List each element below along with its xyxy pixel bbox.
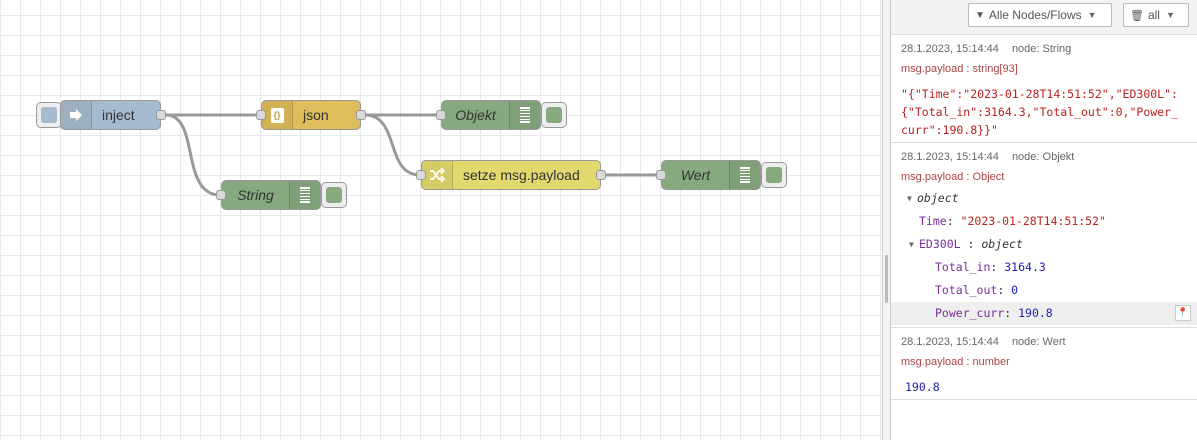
tree-key: Power_curr <box>935 306 1005 320</box>
objekt-debug-node[interactable]: Objekt <box>436 100 541 130</box>
message-time: 28.1.2023, 15:14:44 <box>901 151 999 163</box>
string-debug-node[interactable]: String <box>216 180 321 210</box>
message-time: 28.1.2023, 15:14:44 <box>901 43 999 55</box>
message-meta: 28.1.2023, 15:14:44 node: String <box>891 35 1197 57</box>
list-icon <box>509 101 540 129</box>
tree-row-total-in: Total_in: 3164.3 <box>935 260 1046 274</box>
wire-json-change <box>364 113 421 177</box>
change-output-port[interactable] <box>596 170 606 180</box>
tree-value: 3164.3 <box>1004 260 1046 274</box>
objekt-debug-toggle[interactable] <box>541 102 567 128</box>
wert-debug-toggle[interactable] <box>761 162 787 188</box>
caret-down-icon: ▼ <box>907 194 912 203</box>
tree-root-row[interactable]: ▼ object <box>891 187 1197 210</box>
debug-message: 28.1.2023, 15:14:44 node: String msg.pay… <box>891 35 1197 143</box>
inject-label: inject <box>102 107 135 123</box>
json-input-port[interactable] <box>256 110 266 120</box>
chevron-down-icon: ▼ <box>1165 10 1175 20</box>
wire-inject-string <box>165 113 221 197</box>
json-node[interactable]: {} json <box>256 100 366 130</box>
tree-value: 190.8 <box>1018 306 1053 320</box>
message-string-value[interactable]: "{"Time":"2023-01-28T14:51:52","ED300L":… <box>901 87 1178 137</box>
object-tree: ▼ object Time: "2023-01-28T14:51:52" ▼ E… <box>891 183 1197 325</box>
tree-row-ed300l[interactable]: ▼ ED300L : object <box>891 233 1197 256</box>
debug-toolbar: ▼ Alle Nodes/Flows ▼ 🗑 all ▼ <box>891 0 1197 35</box>
clear-dropdown[interactable]: 🗑 all ▼ <box>1123 3 1189 27</box>
shuffle-icon <box>422 161 453 189</box>
message-meta: 28.1.2023, 15:14:44 node: Wert <box>891 328 1197 350</box>
flow-wires <box>165 113 660 197</box>
wert-input-port[interactable] <box>656 170 666 180</box>
tree-row-total-out: Total_out: 0 <box>935 283 1019 297</box>
debug-message: 28.1.2023, 15:14:44 node: Objekt msg.pay… <box>891 143 1197 328</box>
clear-label: all <box>1147 8 1160 22</box>
tree-key: Time <box>919 214 947 228</box>
sidebar-resize-handle[interactable] <box>882 0 891 440</box>
filter-icon: ▼ <box>975 9 985 21</box>
message-meta: 28.1.2023, 15:14:44 node: Objekt <box>891 143 1197 165</box>
tree-row-time: Time: "2023-01-28T14:51:52" <box>919 214 1106 228</box>
inject-output-port[interactable] <box>156 110 166 120</box>
inject-node[interactable]: inject <box>60 100 166 130</box>
wert-label: Wert <box>680 167 711 183</box>
debug-message: 28.1.2023, 15:14:44 node: Wert msg.paylo… <box>891 328 1197 400</box>
change-node[interactable]: setze msg.payload <box>416 160 606 190</box>
message-node-link[interactable]: node: Objekt <box>1011 151 1075 163</box>
message-topic: msg.payload : number <box>901 356 1010 368</box>
trash-icon: 🗑 <box>1130 9 1144 22</box>
message-number-value[interactable]: 190.8 <box>905 380 940 394</box>
inject-trigger-button[interactable] <box>36 102 62 128</box>
objekt-input-port[interactable] <box>436 110 446 120</box>
string-label: String <box>237 187 274 203</box>
tree-type: object <box>981 237 1023 251</box>
tree-key: Total_in <box>935 260 991 274</box>
objekt-label: Objekt <box>455 107 496 123</box>
string-debug-toggle[interactable] <box>321 182 347 208</box>
resize-grip[interactable] <box>885 255 888 303</box>
pin-icon[interactable]: 📍 <box>1175 305 1191 321</box>
debug-sidebar: ▼ Alle Nodes/Flows ▼ 🗑 all ▼ 28.1.2023, … <box>891 0 1197 440</box>
tree-root-label: object <box>917 191 959 205</box>
message-time: 28.1.2023, 15:14:44 <box>901 336 999 348</box>
message-node-link[interactable]: node: Wert <box>1011 336 1066 348</box>
message-topic: msg.payload : string[93] <box>901 63 1018 75</box>
flow-workspace[interactable]: inject {} json Objekt String <box>0 0 882 440</box>
braces-icon: {} <box>262 101 293 129</box>
json-label: json <box>303 107 329 123</box>
tree-value: 0 <box>1011 283 1019 297</box>
change-label: setze msg.payload <box>463 167 580 183</box>
tree-row-power-curr: Power_curr: 190.8 📍 <box>891 302 1197 325</box>
tree-value: "2023-01-28T14:51:52" <box>960 214 1106 228</box>
string-input-port[interactable] <box>216 190 226 200</box>
tree-key: ED300L <box>919 237 961 251</box>
list-icon <box>288 181 320 209</box>
list-icon <box>729 161 760 189</box>
change-input-port[interactable] <box>416 170 426 180</box>
message-topic: msg.payload : Object <box>901 171 1005 183</box>
arrow-in-icon <box>61 101 92 129</box>
filter-label: Alle Nodes/Flows <box>988 8 1082 22</box>
json-output-port[interactable] <box>356 110 366 120</box>
filter-dropdown[interactable]: ▼ Alle Nodes/Flows ▼ <box>968 3 1112 27</box>
message-node-link[interactable]: node: String <box>1011 43 1072 55</box>
caret-down-icon: ▼ <box>909 240 914 249</box>
tree-key: Total_out <box>935 283 998 297</box>
chevron-down-icon: ▼ <box>1087 10 1097 20</box>
wert-debug-node[interactable]: Wert <box>656 160 761 190</box>
